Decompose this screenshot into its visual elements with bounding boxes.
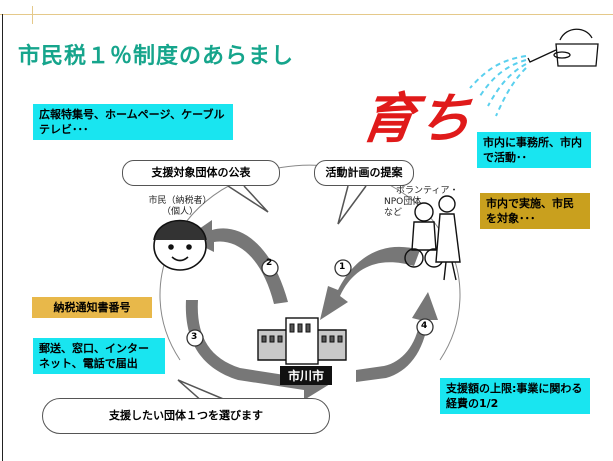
office-requirement-box: 市内に事務所、市内で活動･･: [477, 132, 591, 168]
step-circle-2: [261, 259, 279, 277]
arrow-1: [320, 246, 420, 320]
left-rule: [2, 14, 3, 461]
support-limit-box: 支援額の上限:事業に関わる経費の1/2: [440, 378, 590, 414]
arrow-4: [356, 292, 438, 382]
city-hall-label: 市川市: [280, 366, 333, 385]
step-4-number: 4: [421, 321, 428, 331]
bubble-tail-right: [337, 185, 367, 225]
slide-title: 市民税１％制度のあらまし: [18, 44, 295, 69]
top-rule-accent: [32, 6, 33, 24]
cycle-circle: [159, 164, 461, 361]
top-rule: [0, 14, 613, 15]
npo-text: NPO団体: [384, 197, 422, 207]
citizen-taxpayer-text: 市民（納税者）: [148, 196, 212, 206]
volunteer-text: ボランティア・: [396, 186, 459, 196]
step-circle-4: [416, 318, 434, 336]
step-3-number: 3: [191, 332, 198, 342]
arrow-2: [186, 220, 288, 304]
arrow-3: [185, 300, 330, 400]
pr-channels-box: 広報特集号、ホームページ、ケーブルテレビ･･･: [33, 104, 233, 140]
bubble-publish-groups: 支援対象団体の公表: [122, 160, 280, 186]
target-requirement-box: 市内で実施、市民を対象･･･: [480, 193, 590, 229]
bubble-choose-group: 支援したい団体１つを選びます: [42, 398, 330, 434]
step-1-number: 1: [339, 262, 346, 272]
individual-text: （個人）: [161, 207, 198, 217]
etc-text: など: [384, 208, 403, 218]
citizen-label: 市民（納税者） （個人）: [140, 196, 220, 218]
bubble-activity-proposal: 活動計画の提案: [314, 160, 414, 186]
tax-notice-number-box: 納税通知書番号: [32, 297, 152, 318]
watering-can-icon: [527, 28, 599, 67]
step-circle-3: [186, 329, 204, 347]
water-spray: [469, 55, 527, 117]
step-2-number: 2: [266, 258, 273, 268]
submission-methods-box: 郵送、窓口、インターネット、電話で届出: [33, 338, 165, 374]
city-hall-building-icon: [257, 317, 347, 365]
volunteer-label: ボランティア・ NPO団体 など: [384, 186, 470, 219]
step-circle-1: [334, 259, 352, 277]
step-circles: [186, 259, 434, 347]
volunteer-people-icon: [404, 195, 461, 281]
bubble-tail-left: [227, 185, 269, 213]
sodachi-label: 育ち: [356, 86, 478, 150]
citizen-face-icon: [153, 219, 207, 271]
